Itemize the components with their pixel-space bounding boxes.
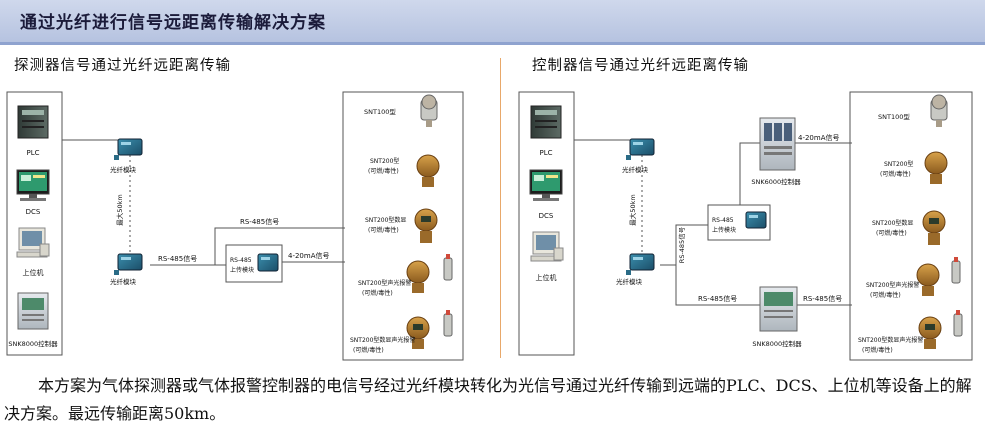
left-controller-label: SNK8000控制器 (8, 339, 58, 348)
right-dcs-device (529, 169, 563, 201)
right-d5a-label: SNT200型数显声光报警 (858, 336, 923, 344)
right-rs485-bottom-label: RS-485信号 (698, 294, 737, 303)
left-420-label: 4-20mA信号 (288, 251, 330, 260)
left-fiber-module-bottom (114, 253, 143, 275)
right-fiber-module-bottom-label: 光纤模块 (616, 277, 643, 286)
left-converter-line2: 上传模块 (230, 266, 254, 274)
left-fiber-distance: 最大50km (115, 194, 124, 225)
left-d2b-label: (可燃/毒性) (368, 167, 399, 175)
left-rs485-top-label: RS-485信号 (240, 217, 279, 226)
right-host-label: 上位机 (536, 273, 557, 282)
right-fiber-module-bottom (626, 253, 655, 275)
right-plc-label: PLC (539, 149, 552, 157)
right-detector-box (849, 91, 973, 361)
right-d1-label: SNT100型 (878, 112, 910, 121)
right-detector-snt200 (924, 151, 948, 184)
right-detector-snt200-display-alarm (918, 310, 963, 349)
right-converter-line2: 上传模块 (712, 226, 736, 234)
left-dcs-device (16, 169, 50, 201)
left-d4a-label: SNT200型声光报警 (358, 279, 411, 287)
right-diagram: PLC DCS 上位机 光纤模块 最大50km (518, 91, 973, 361)
left-d5b-label: (可燃/毒性) (353, 346, 384, 354)
right-fiber-module-top (626, 138, 655, 160)
right-section-title: 控制器信号通过光纤远距离传输 (532, 58, 749, 74)
right-detector-snt200-alarm (916, 257, 961, 296)
left-d2a-label: SNT200型 (370, 157, 399, 165)
right-snk8000-device (759, 286, 798, 332)
right-fiber-module-top-label: 光纤模块 (622, 165, 649, 174)
left-diagram: PLC DCS 上位机 SNK8000控制器 (6, 91, 464, 361)
left-rs485-bottom-label: RS-485信号 (158, 254, 197, 263)
left-dcs-label: DCS (26, 208, 41, 216)
right-host-device (530, 231, 564, 262)
right-line-converter-snk6000 (739, 142, 760, 205)
left-detector-snt100 (420, 94, 438, 127)
right-d2a-label: SNT200型 (884, 160, 913, 168)
right-dcs-label: DCS (539, 212, 554, 220)
left-d5a-label: SNT200型数显声光报警 (350, 336, 415, 344)
page-title: 通过光纤进行信号远距离传输解决方案 (20, 13, 326, 33)
header-underline (0, 42, 985, 45)
right-rs485-vertical-label: RS-485信号 (677, 226, 686, 263)
right-detector-snt200-display (922, 210, 946, 245)
left-converter-device (257, 253, 279, 272)
left-host-device (16, 227, 50, 258)
right-line-module-converter (660, 224, 708, 266)
right-converter-device (745, 211, 767, 229)
left-converter-line1: RS-485 (230, 257, 252, 264)
left-line-rs485-top (214, 227, 345, 265)
footer-text: 本方案为气体探测器或气体报警控制器的电信号经过光纤模块转化为光信号通过光纤传输到… (4, 376, 972, 423)
right-converter-line1: RS-485 (712, 217, 734, 224)
right-snk6000-label: SNK6000控制器 (751, 177, 801, 186)
right-d4b-label: (可燃/毒性) (870, 291, 901, 299)
section-divider (500, 58, 501, 358)
left-host-label: 上位机 (23, 268, 44, 277)
right-d5b-label: (可燃/毒性) (862, 346, 893, 354)
right-d4a-label: SNT200型声光报警 (866, 281, 919, 289)
left-plc-label: PLC (26, 149, 39, 157)
right-line-snk8000 (675, 265, 760, 306)
right-fiber-distance: 最大50km (628, 194, 637, 225)
left-plc-device (17, 105, 49, 139)
right-detector-snt100 (930, 94, 948, 127)
right-d2b-label: (可燃/毒性) (880, 170, 911, 178)
left-detector-snt200-display (414, 208, 438, 243)
left-d4b-label: (可燃/毒性) (362, 289, 393, 297)
left-device-box (6, 91, 63, 356)
right-snk6000-device (759, 117, 796, 171)
right-snk8000-label: SNK8000控制器 (752, 339, 802, 348)
left-fiber-module-bottom-label: 光纤模块 (110, 277, 137, 286)
header-bar: 通过光纤进行信号远距离传输解决方案 (0, 0, 985, 42)
left-snk8000-device (17, 292, 49, 330)
right-rs485-right-label: RS-485信号 (803, 294, 842, 303)
left-d1-label: SNT100型 (364, 107, 396, 116)
left-d3a-label: SNT200型数显 (365, 216, 406, 224)
left-detector-snt200-display-alarm (406, 310, 453, 349)
right-device-box (518, 91, 575, 356)
left-fiber-module-top (114, 138, 143, 160)
right-420-label: 4-20mA信号 (798, 133, 840, 142)
right-d3a-label: SNT200型数显 (872, 219, 913, 227)
left-section-title: 探测器信号通过光纤远距离传输 (14, 58, 231, 74)
left-detector-box (342, 91, 464, 361)
right-plc-device (530, 105, 562, 139)
left-detector-snt200-alarm (406, 254, 453, 293)
left-fiber-module-top-label: 光纤模块 (110, 165, 137, 174)
right-d3b-label: (可燃/毒性) (876, 229, 907, 237)
footer-description: 本方案为气体探测器或气体报警控制器的电信号经过光纤模块转化为光信号通过光纤传输到… (0, 372, 985, 428)
left-d3b-label: (可燃/毒性) (368, 226, 399, 234)
left-detector-snt200 (416, 154, 440, 187)
